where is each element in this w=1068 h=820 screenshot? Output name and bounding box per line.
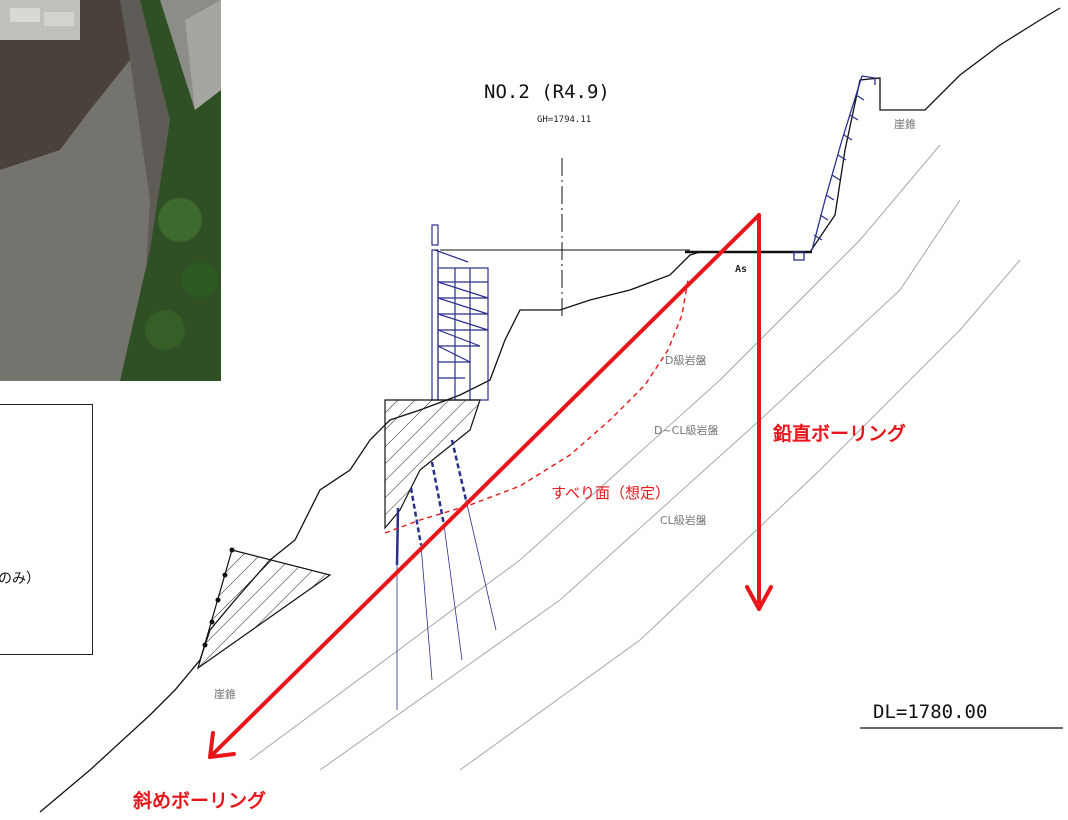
legend-partial-text: のみ） xyxy=(0,571,40,587)
vertical-boring-label: 鉛直ボーリング xyxy=(773,422,906,445)
inclined-boring-label: 斜めボーリング xyxy=(132,789,266,812)
inclined-boring-arrow xyxy=(208,213,761,759)
retaining-wall-structure xyxy=(431,224,489,401)
slip-surface-line xyxy=(384,279,689,534)
ground-height-label: GH=1794.11 xyxy=(537,115,591,125)
lower-cliff-dots xyxy=(202,547,235,648)
vertical-boring-arrow xyxy=(745,213,773,611)
section-title: NO.2 (R4.9) xyxy=(484,81,610,103)
layer-label-cl-rock: CL級岩盤 xyxy=(660,513,707,527)
legend-box xyxy=(0,404,93,655)
upper-retaining-wall xyxy=(793,75,876,261)
anchor-bars xyxy=(395,439,497,710)
layer-label-cliff-cone-lower: 崖錐 xyxy=(214,687,236,701)
layer-boundaries xyxy=(249,144,1021,771)
site-photo xyxy=(0,0,221,381)
lower-cliff-hatched xyxy=(196,549,332,670)
datum-level-label: DL=1780.00 xyxy=(873,701,987,723)
layer-label-cliff-cone-upper: 崖錐 xyxy=(894,117,916,131)
layer-label-asphalt: As xyxy=(735,264,747,275)
slip-surface-label: すべり面（想定） xyxy=(551,484,670,502)
site-photo-illustration xyxy=(0,0,221,381)
layer-label-d-cl-rock: D~CL級岩盤 xyxy=(654,423,719,437)
gravity-block-hatched xyxy=(384,399,481,530)
layer-label-d-rock: D級岩盤 xyxy=(665,353,706,367)
